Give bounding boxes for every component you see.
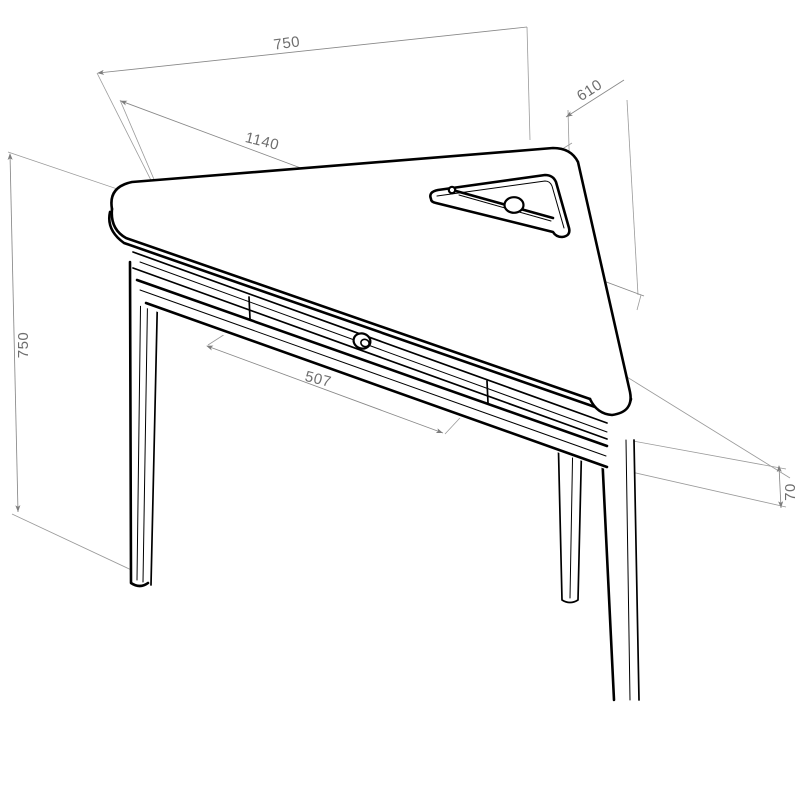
dimension-text-overall-height: 750 xyxy=(15,332,32,359)
corner-desk-assembly xyxy=(108,146,640,702)
leg-front-left xyxy=(128,260,159,588)
leg-rear xyxy=(557,429,583,604)
drawer-knob[interactable] xyxy=(352,331,373,351)
dimension-text-right-edge: 610 xyxy=(574,76,606,105)
leg-front-right xyxy=(599,430,640,702)
table-top-surface xyxy=(110,146,632,417)
dimension-text-top-width: 750 xyxy=(273,33,302,54)
dimension-text-top-long-edge: 1140 xyxy=(243,129,280,154)
dimension-text-drawer-width: 507 xyxy=(303,368,333,391)
triangular-inset-panel xyxy=(429,173,571,239)
latch-handle[interactable] xyxy=(447,185,555,222)
drawer-front xyxy=(135,278,609,470)
dimension-text-top-thickness: 70 xyxy=(782,483,799,501)
